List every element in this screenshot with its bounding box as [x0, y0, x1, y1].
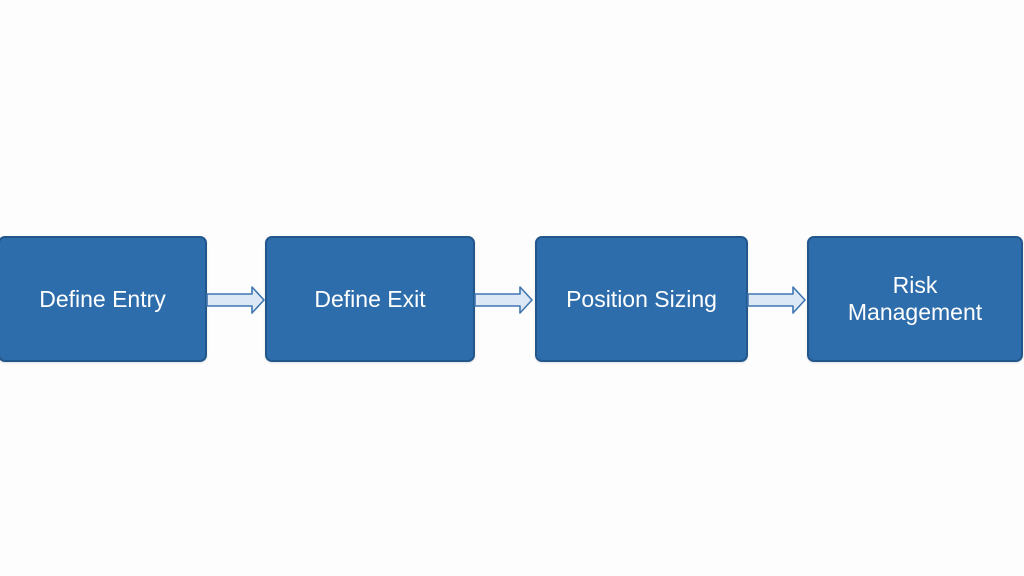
step-label: Risk Management: [847, 272, 983, 325]
arrow-right-icon: [474, 286, 533, 314]
step-define-exit: Define Exit: [265, 236, 475, 362]
step-position-sizing: Position Sizing: [535, 236, 748, 362]
arrow-right-icon: [206, 286, 265, 314]
step-label: Define Entry: [39, 285, 166, 312]
step-define-entry: Define Entry: [0, 236, 207, 362]
step-risk-management: Risk Management: [807, 236, 1023, 362]
step-label: Define Exit: [314, 285, 426, 312]
arrow-right-icon: [747, 286, 806, 314]
step-label: Position Sizing: [566, 285, 717, 312]
